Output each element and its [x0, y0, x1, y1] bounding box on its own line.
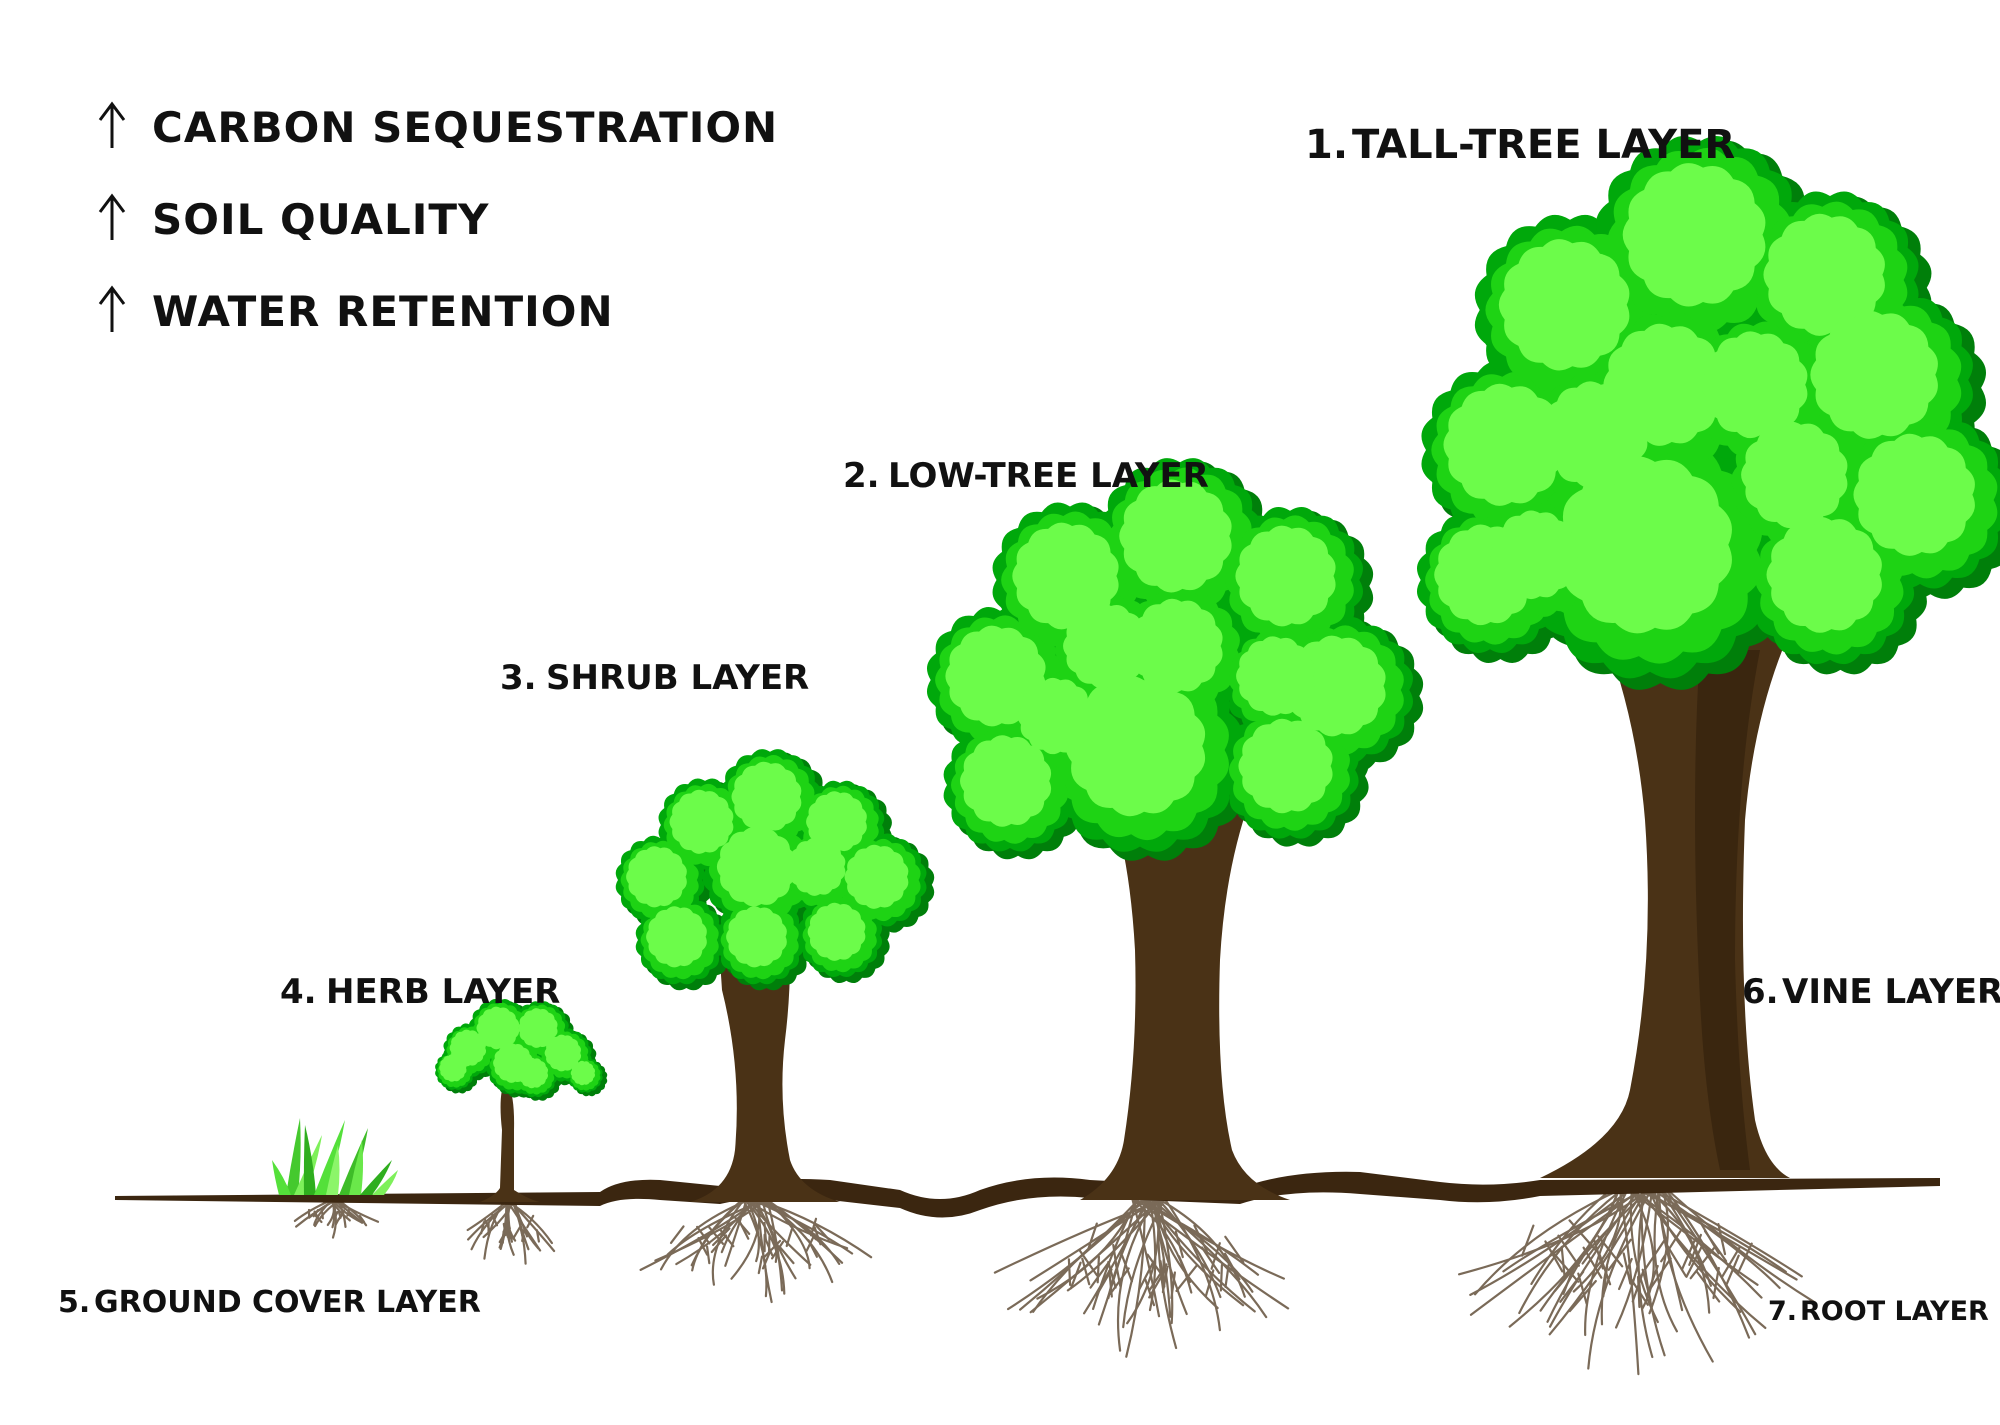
- arrow-up-icon: [98, 101, 126, 148]
- canopy-shrub: [615, 749, 935, 991]
- benefit-carbon-sequestration: CARBON SEQUESTRATION: [98, 101, 778, 152]
- layer-number: 5.: [58, 1285, 90, 1320]
- grass-tuft: [272, 1118, 398, 1195]
- trunk-shade: [1695, 650, 1760, 1170]
- arrow-up-icon: [98, 285, 126, 332]
- canopies: [435, 135, 2000, 1101]
- layer-label-herb: 4. HERB LAYER: [280, 972, 560, 1012]
- arrow-up-icon: [98, 193, 126, 240]
- layer-name: SHRUB LAYER: [546, 658, 809, 698]
- layer-label-low-tree: 2. LOW-TREE LAYER: [843, 456, 1209, 496]
- canopy-low-tree: [926, 458, 1424, 861]
- trunk-shrub: [690, 960, 840, 1202]
- trunk-herb: [480, 1080, 540, 1202]
- layer-label-vine: 6. VINE LAYER: [1742, 972, 2000, 1012]
- layer-label-root: 7. ROOT LAYER: [1768, 1296, 1989, 1327]
- benefit-label: CARBON SEQUESTRATION: [152, 103, 778, 152]
- layer-label-ground-cover: 5. GROUND COVER LAYER: [58, 1285, 481, 1320]
- benefit-label: WATER RETENTION: [152, 287, 614, 336]
- layer-number: 7.: [1768, 1296, 1797, 1327]
- ground-line: [115, 1171, 1940, 1218]
- layer-name: HERB LAYER: [326, 972, 560, 1012]
- layer-number: 3.: [500, 658, 537, 698]
- canopy-herb: [435, 999, 608, 1101]
- layer-number: 6.: [1742, 972, 1779, 1012]
- layer-name: GROUND COVER LAYER: [94, 1285, 481, 1320]
- layer-label-tall-tree: 1. TALL-TREE LAYER: [1305, 122, 1735, 168]
- layer-name: VINE LAYER: [1782, 972, 2000, 1012]
- trunk-low-tree: [1080, 800, 1290, 1200]
- layer-label-shrub: 3. SHRUB LAYER: [500, 658, 809, 698]
- layer-number: 4.: [280, 972, 317, 1012]
- layer-name: LOW-TREE LAYER: [888, 456, 1209, 496]
- benefits-list: CARBON SEQUESTRATION SOIL QUALITY WATER …: [98, 101, 778, 336]
- layer-name: TALL-TREE LAYER: [1352, 122, 1735, 168]
- canopy-tall-tree: [1416, 135, 2000, 690]
- layer-labels: 1. TALL-TREE LAYER 2. LOW-TREE LAYER 3. …: [58, 122, 2000, 1327]
- benefit-soil-quality: SOIL QUALITY: [98, 193, 489, 244]
- roots: [293, 1180, 1816, 1376]
- layer-number: 1.: [1305, 122, 1348, 168]
- layer-name: ROOT LAYER: [1800, 1296, 1989, 1327]
- trunks: [480, 600, 1800, 1202]
- benefit-water-retention: WATER RETENTION: [98, 285, 614, 336]
- layer-number: 2.: [843, 456, 880, 496]
- benefit-label: SOIL QUALITY: [152, 195, 489, 244]
